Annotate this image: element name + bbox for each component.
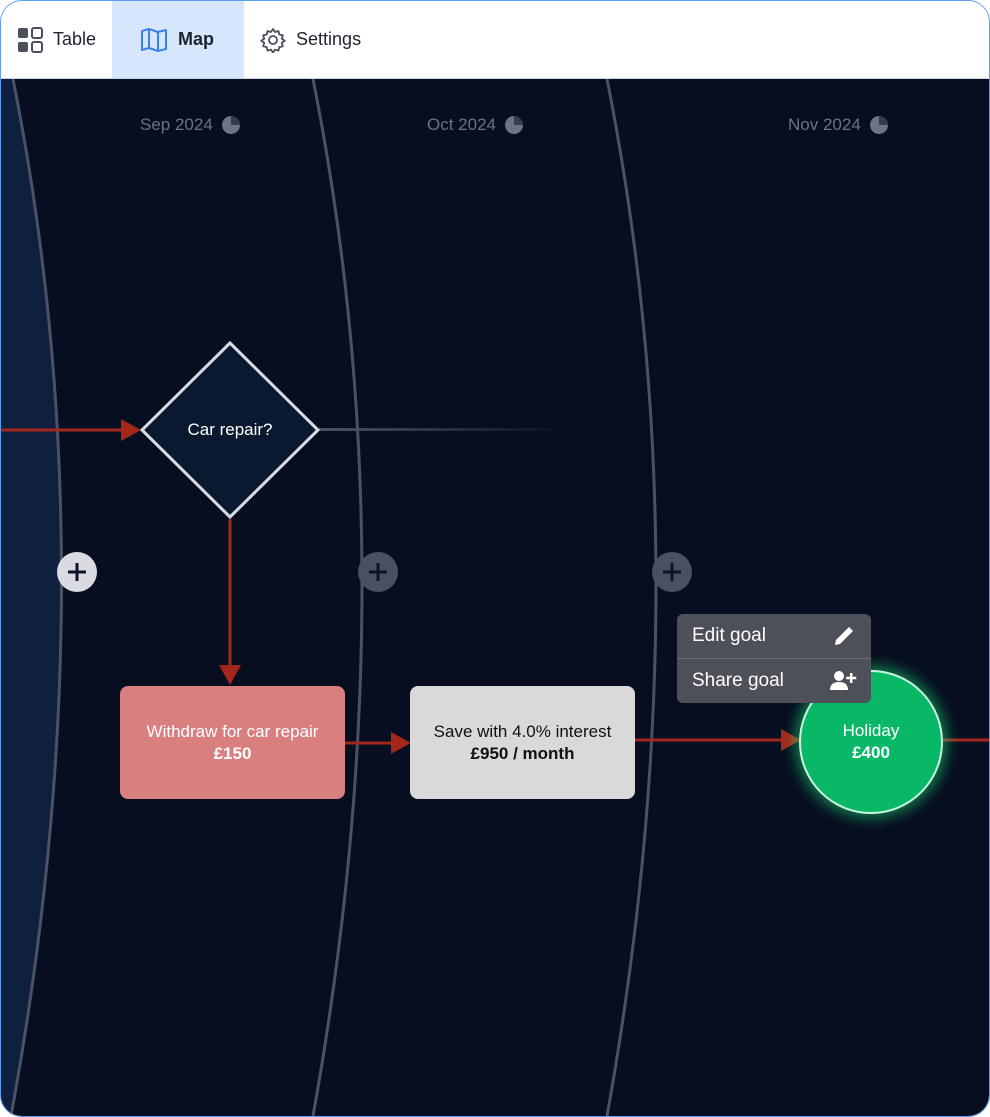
add-user-icon <box>829 668 857 694</box>
node-label: Withdraw for car repair <box>146 721 319 741</box>
goal-amount: £400 <box>852 743 890 762</box>
month-label: Sep 2024 <box>140 115 213 134</box>
share-goal-menu-item[interactable]: Share goal <box>677 658 871 703</box>
pie-chart-icon[interactable] <box>221 115 241 135</box>
add-event-button[interactable] <box>652 552 692 592</box>
gear-icon <box>260 27 286 53</box>
plus-icon <box>369 563 387 581</box>
month-header-oct: Oct 2024 <box>427 115 524 135</box>
timeline-map-canvas[interactable]: Sep 2024 Oct 2024 Nov 2024 Car repair? <box>1 79 989 1116</box>
tab-label: Table <box>53 29 97 49</box>
node-amount: £950 / month <box>470 743 575 763</box>
month-label: Nov 2024 <box>788 115 861 134</box>
pie-chart-icon[interactable] <box>869 115 889 135</box>
menu-item-label: Share goal <box>692 670 784 691</box>
edit-goal-menu-item[interactable]: Edit goal <box>677 614 871 658</box>
tab-label: Settings <box>296 29 362 49</box>
tab-label: Map <box>178 29 215 49</box>
month-header-nov: Nov 2024 <box>788 115 889 135</box>
tab-settings[interactable]: Settings <box>244 1 377 78</box>
pie-chart-icon[interactable] <box>504 115 524 135</box>
add-event-button[interactable] <box>358 552 398 592</box>
grid-icon <box>17 26 43 53</box>
tab-table[interactable]: Table <box>1 1 112 78</box>
withdraw-node[interactable]: Withdraw for car repair £150 <box>120 686 345 799</box>
month-label: Oct 2024 <box>427 115 496 134</box>
goal-label: Holiday <box>842 721 900 740</box>
node-label: Save with 4.0% interest <box>433 721 612 741</box>
menu-item-label: Edit goal <box>692 625 766 646</box>
pencil-icon <box>831 623 857 649</box>
view-tab-bar: Table Map Settings <box>1 1 989 79</box>
decision-node[interactable]: Car repair? <box>151 419 309 441</box>
save-node[interactable]: Save with 4.0% interest £950 / month <box>410 686 635 799</box>
map-background <box>1 79 989 1116</box>
month-header-sep: Sep 2024 <box>140 115 241 135</box>
node-amount: £150 <box>213 743 252 763</box>
add-event-button[interactable] <box>57 552 97 592</box>
decision-label: Car repair? <box>187 420 273 439</box>
tab-map[interactable]: Map <box>112 1 245 78</box>
plus-icon <box>68 563 86 581</box>
map-icon <box>140 27 168 53</box>
goal-context-menu: Edit goal Share goal <box>677 614 871 703</box>
plus-icon <box>663 563 681 581</box>
